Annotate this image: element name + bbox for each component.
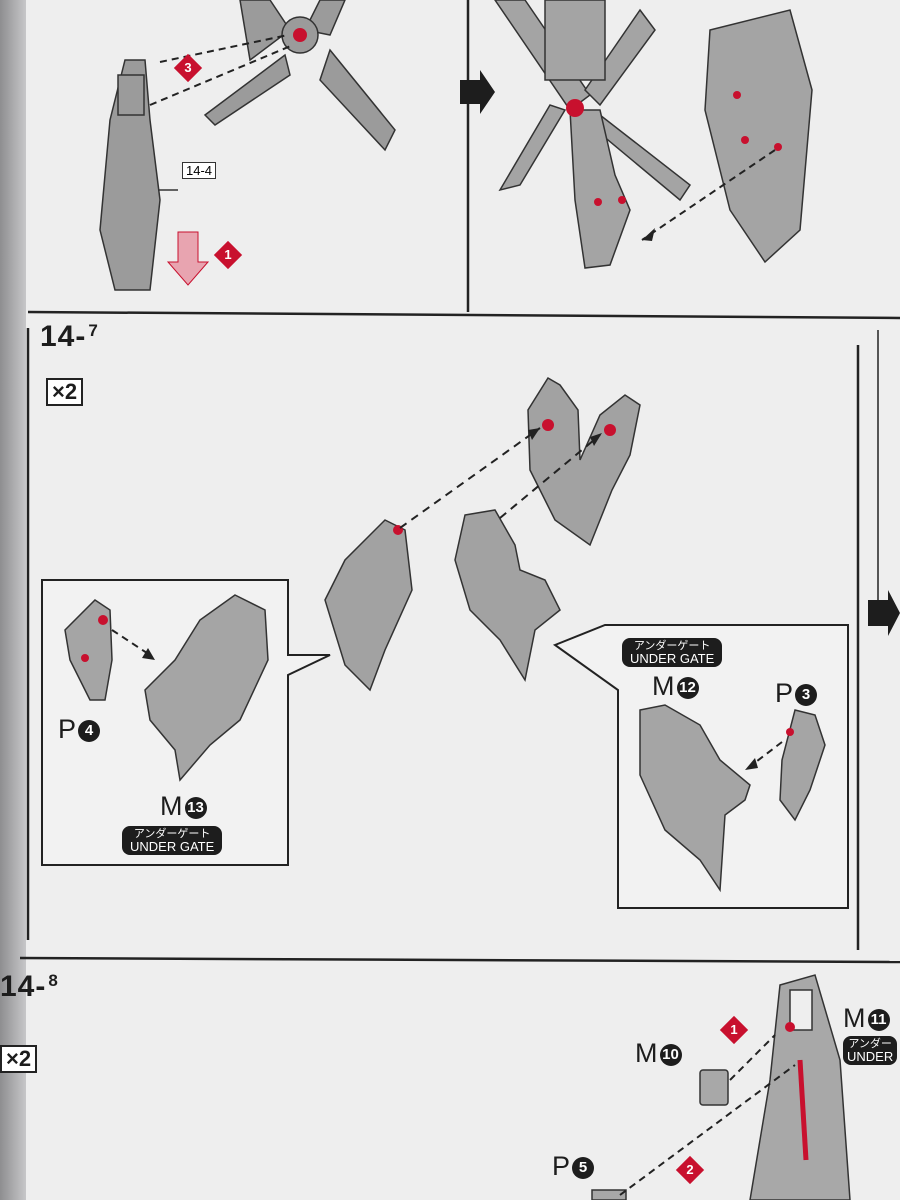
step-number-14-8: 14-8 — [0, 970, 59, 1003]
frame-line-bottom — [19, 956, 900, 964]
frame-line-top — [27, 310, 900, 320]
step7-parts — [324, 376, 641, 692]
arrow-step-2-badge: 2 — [675, 1155, 705, 1185]
under-gate-badge-right: アンダーゲート UNDER GATE — [622, 638, 723, 667]
peg-1 — [542, 419, 554, 431]
binding-edge — [0, 0, 26, 1200]
quantity-badge-2: ×2 — [0, 1045, 38, 1073]
under-gate-badge-3: アンダー UNDER — [843, 1036, 898, 1065]
under-gate-badge-left: アンダーゲート UNDER GATE — [122, 826, 223, 855]
top-left-parts — [99, 0, 396, 291]
arrow-step-3-badge: 3 — [173, 53, 203, 83]
arrow-step-1-badge-2: 1 — [719, 1015, 749, 1045]
step-number-14-7: 14-7 — [40, 320, 99, 353]
peg-2 — [604, 424, 616, 436]
top-right-parts — [494, 0, 813, 269]
part-ref-box: 14-4 — [182, 162, 217, 179]
quantity-badge: ×2 — [46, 378, 84, 406]
arrow-step-1-badge: 1 — [213, 240, 243, 270]
